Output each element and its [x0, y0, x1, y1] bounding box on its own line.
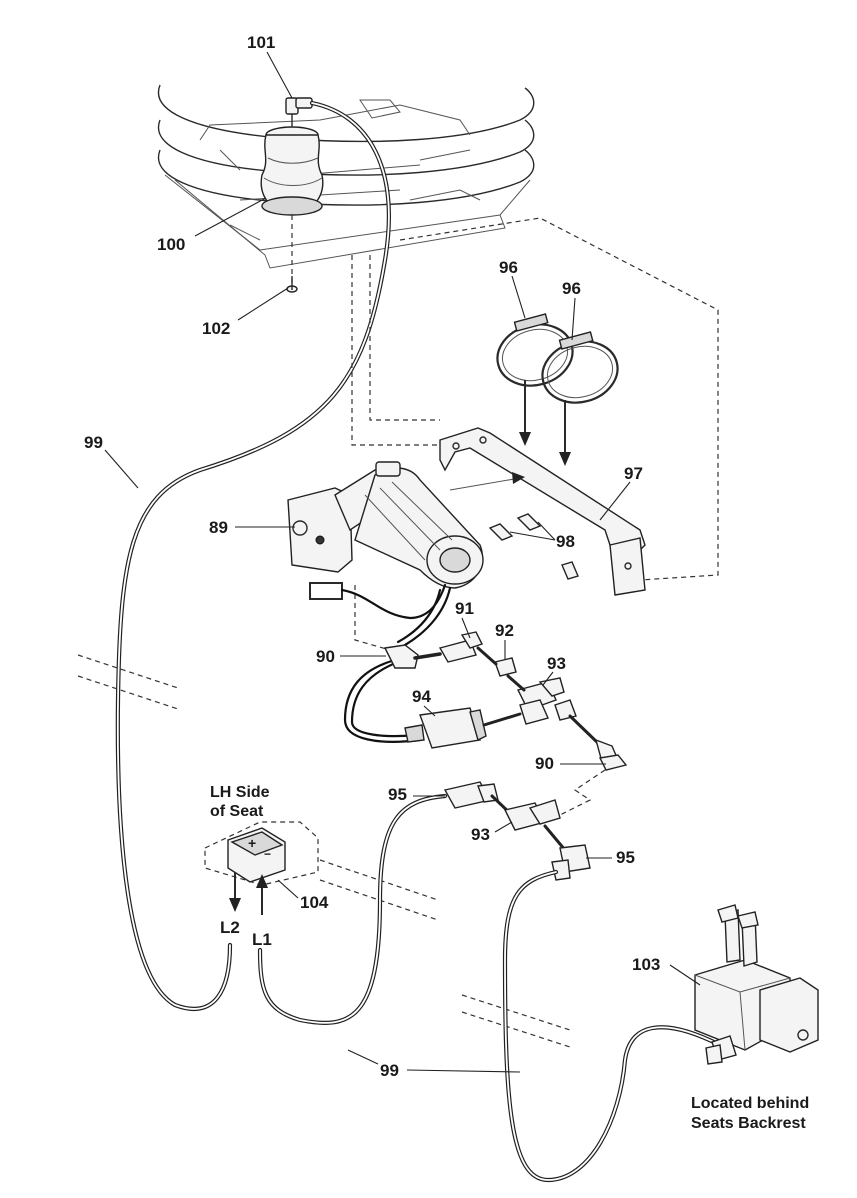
- callout-96-left: 96: [499, 258, 518, 277]
- callout-91: 91: [455, 599, 474, 618]
- compressor-89: [287, 461, 484, 589]
- callout-93-upper: 93: [547, 654, 566, 673]
- callout-96-right: 96: [562, 279, 581, 298]
- hose-99-left: [115, 100, 391, 1011]
- callout-labels: 101 100 102 96 96 99 97 89 98 91 92 90 9…: [84, 33, 660, 1080]
- callout-92: 92: [495, 621, 514, 640]
- seat-cushion: [157, 84, 535, 269]
- callout-95-upper: 95: [388, 785, 407, 804]
- note-located-line1: Located behind: [691, 1095, 809, 1112]
- callout-95-lower: 95: [616, 848, 635, 867]
- callout-90-lower: 90: [535, 754, 554, 773]
- leader-lines: [104, 51, 701, 1073]
- note-located-line2: Seats Backrest: [691, 1115, 806, 1132]
- callout-97: 97: [624, 464, 643, 483]
- fitting-chain: [383, 631, 628, 816]
- routing-dashes: [351, 217, 719, 651]
- callout-89: 89: [209, 518, 228, 537]
- switch-minus-symbol: −: [264, 847, 271, 861]
- break-marks: [77, 654, 571, 1048]
- callout-100: 100: [157, 235, 185, 254]
- elbow-fitting-101: [285, 97, 313, 115]
- callout-94: 94: [412, 687, 431, 706]
- bolts-98: [488, 513, 579, 580]
- wire-harness: [309, 582, 452, 743]
- valve-block-103: [694, 904, 819, 1065]
- note-lh-side-line2: of Seat: [210, 803, 264, 820]
- callout-104: 104: [300, 893, 329, 912]
- callout-103: 103: [632, 955, 660, 974]
- callout-90-upper: 90: [316, 647, 335, 666]
- callout-99-upper: 99: [84, 433, 103, 452]
- lower-fittings: [443, 781, 591, 881]
- bracket-97: [439, 427, 646, 596]
- screw-102: [286, 276, 298, 293]
- hose-clamps-96: [496, 313, 619, 466]
- callout-L2: L2: [220, 918, 240, 937]
- hoses-lower: [257, 793, 723, 1183]
- note-lh-side-line1: LH Side: [210, 784, 270, 801]
- seat-switch-104: + −: [204, 821, 319, 915]
- callout-102: 102: [202, 319, 230, 338]
- callout-98: 98: [556, 532, 575, 551]
- air-spring-100: [260, 112, 324, 285]
- switch-plus-symbol: +: [248, 835, 256, 851]
- callout-L1: L1: [252, 930, 272, 949]
- callout-93-lower: 93: [471, 825, 490, 844]
- callout-101: 101: [247, 33, 275, 52]
- callout-99-lower: 99: [380, 1061, 399, 1080]
- notes: LH Side of Seat Located behind Seats Bac…: [210, 784, 809, 1132]
